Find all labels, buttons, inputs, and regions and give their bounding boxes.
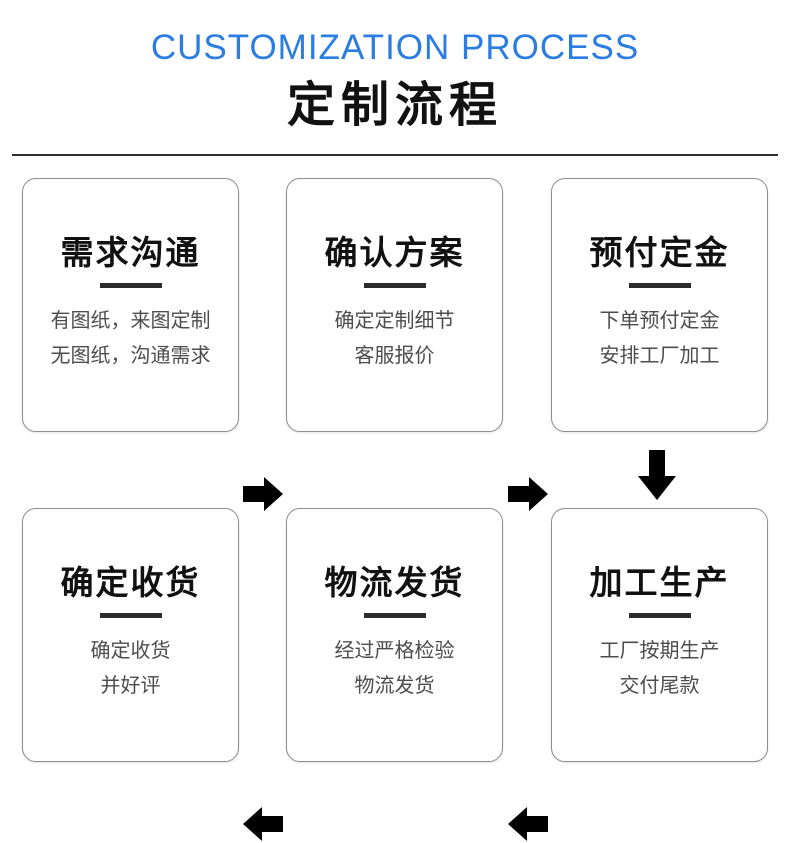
step-description: 下单预付定金 安排工厂加工 (600, 304, 720, 374)
process-step-card-2[interactable]: 确认方案 确定定制细节 客服报价 (286, 177, 503, 432)
step-description-line: 并好评 (100, 674, 161, 697)
arrow-left-icon (508, 805, 548, 843)
step-description: 经过严格检验 物流发货 (335, 634, 455, 704)
step-title-underline (628, 282, 691, 288)
arrow-down-icon (636, 449, 678, 500)
step-title: 需求沟通 (60, 232, 201, 272)
step-description-line: 安排工厂加工 (599, 344, 720, 367)
step-description: 确定收货 并好评 (91, 634, 171, 704)
process-step-card-1[interactable]: 需求沟通 有图纸，来图定制 无图纸，沟通需求 (22, 177, 239, 432)
arrow-right-icon (243, 475, 283, 513)
process-step-card-4[interactable]: 加工生产 工厂按期生产 交付尾款 (551, 507, 768, 762)
step-description-line: 工厂按期生产 (599, 639, 720, 662)
page-title-chinese: 定制流程 (286, 77, 503, 133)
step-title: 确认方案 (324, 232, 465, 272)
step-title: 加工生产 (589, 562, 730, 602)
step-title-underline (363, 282, 426, 288)
header-divider (12, 153, 778, 156)
step-title: 物流发货 (324, 562, 465, 602)
process-step-card-3[interactable]: 预付定金 下单预付定金 安排工厂加工 (551, 177, 768, 432)
process-step-card-6[interactable]: 确定收货 确定收货 并好评 (22, 507, 239, 762)
step-description-line: 客服报价 (354, 344, 435, 367)
arrow-left-icon (243, 805, 283, 843)
step-description-line: 物流发货 (354, 674, 435, 697)
process-step-card-5[interactable]: 物流发货 经过严格检验 物流发货 (286, 507, 503, 762)
step-description-line: 经过严格检验 (334, 639, 455, 662)
step-description-line: 无图纸，沟通需求 (50, 344, 211, 367)
step-title-underline (99, 612, 162, 618)
step-title-underline (99, 282, 162, 288)
step-description: 工厂按期生产 交付尾款 (600, 634, 720, 704)
step-description-line: 有图纸，来图定制 (50, 309, 211, 332)
step-description-line: 下单预付定金 (599, 309, 720, 332)
page-header: CUSTOMIZATION PROCESS 定制流程 (0, 0, 790, 156)
step-description-line: 交付尾款 (619, 674, 700, 697)
page-title-english: CUSTOMIZATION PROCESS (150, 28, 640, 67)
arrow-right-icon (508, 475, 548, 513)
step-title: 确定收货 (60, 562, 201, 602)
process-flow-diagram: 需求沟通 有图纸，来图定制 无图纸，沟通需求 确认方案 确定定制细节 客服报价 … (0, 177, 790, 841)
step-description: 确定定制细节 客服报价 (335, 304, 455, 374)
step-title-underline (628, 612, 691, 618)
step-title: 预付定金 (589, 232, 730, 272)
step-title-underline (363, 612, 426, 618)
step-description-line: 确定定制细节 (334, 309, 455, 332)
step-description-line: 确定收货 (90, 639, 171, 662)
step-description: 有图纸，来图定制 无图纸，沟通需求 (51, 304, 211, 374)
